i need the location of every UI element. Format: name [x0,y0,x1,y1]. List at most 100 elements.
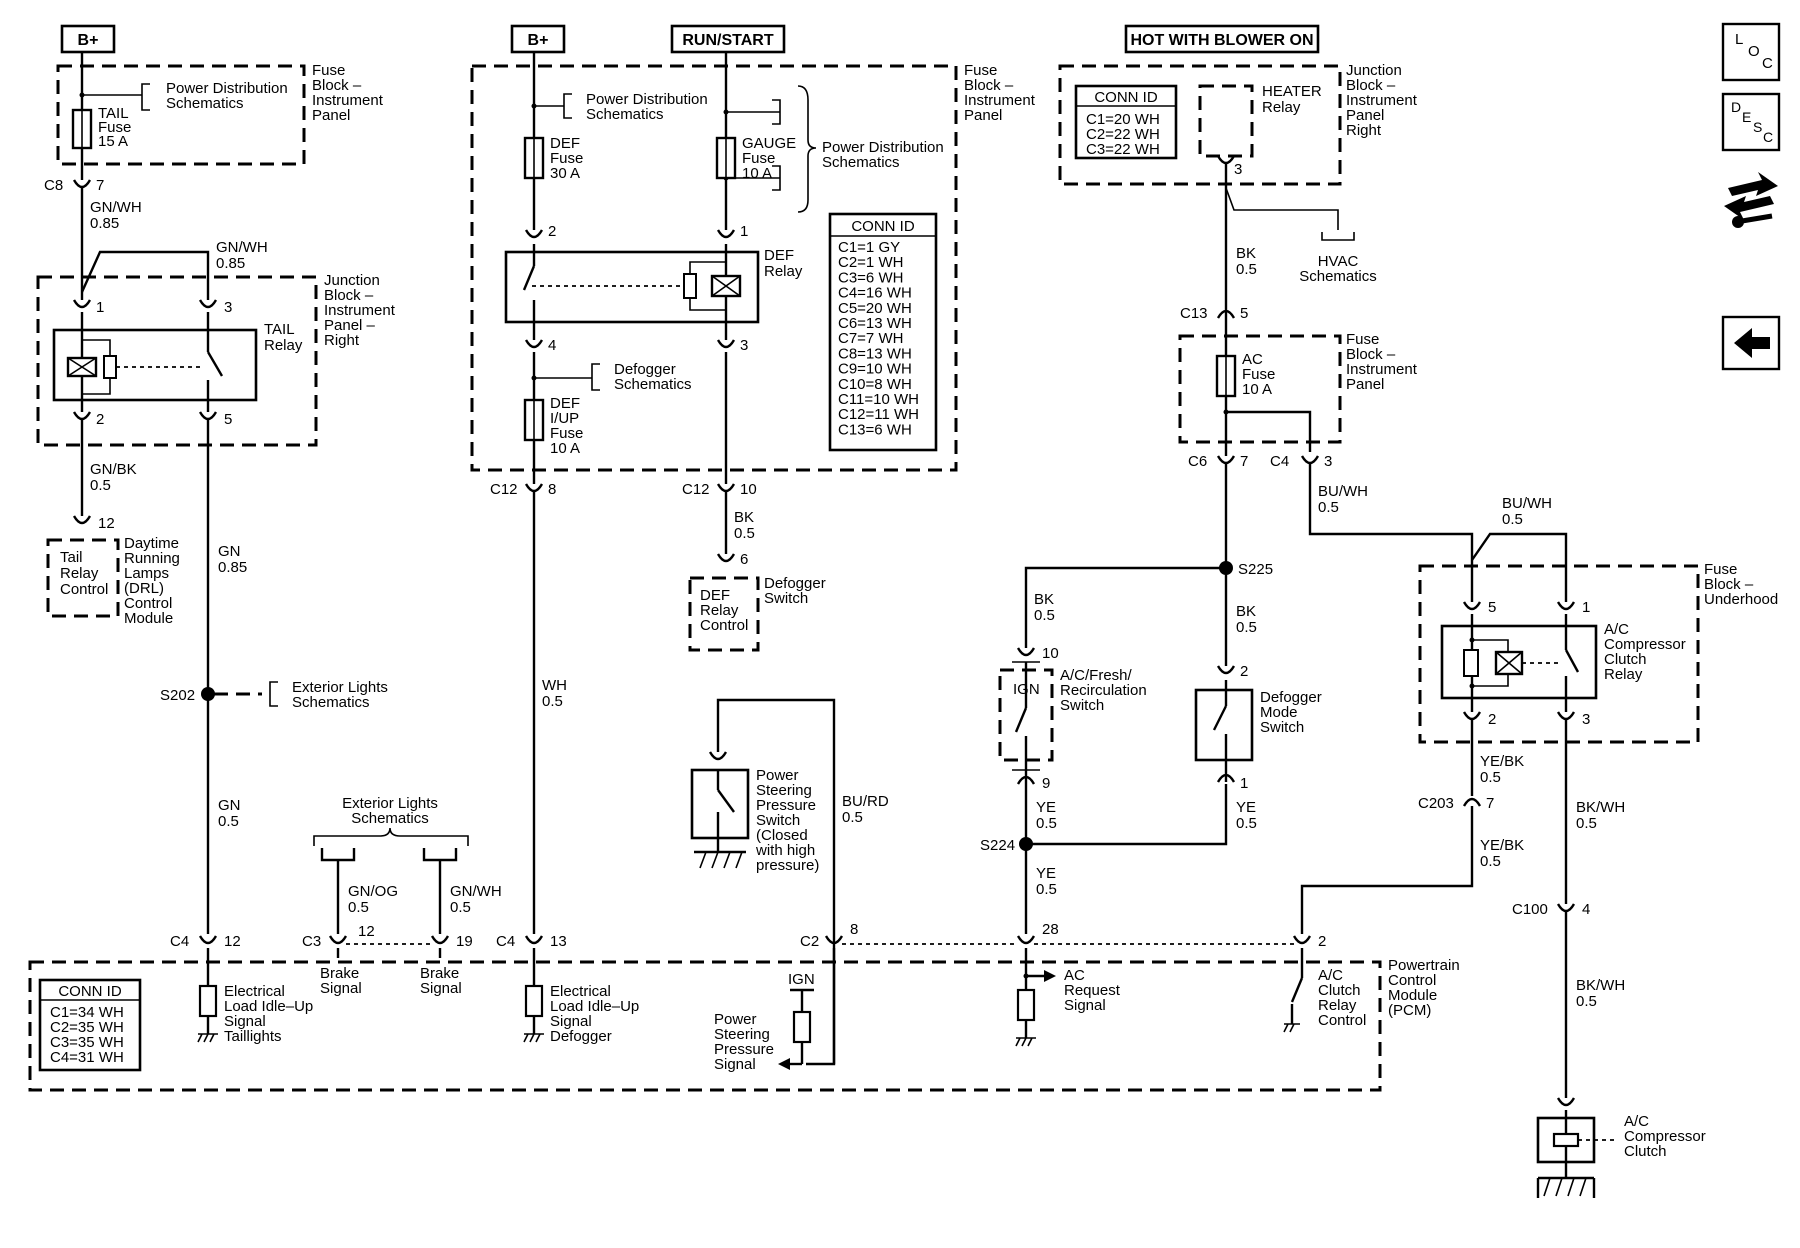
svg-text:Block –: Block – [964,77,1014,94]
svg-text:Instrument: Instrument [1346,361,1418,378]
svg-text:5: 5 [224,411,232,428]
svg-text:1: 1 [740,223,748,240]
svg-text:0.5: 0.5 [1036,815,1057,832]
svg-text:4: 4 [1582,901,1590,918]
svg-text:Taillights: Taillights [224,1028,282,1045]
svg-text:C3=22 WH: C3=22 WH [1086,141,1160,158]
svg-text:Schematics: Schematics [614,376,692,393]
wire-bkwh-a: BK/WH 0.5 [1576,799,1625,832]
ps-switch-label: Power Steering Pressure Switch (Closed w… [755,767,819,874]
svg-text:2: 2 [1240,663,1248,680]
svg-text:Module: Module [1388,987,1437,1004]
def-iup-fuse-label: DEF I/UP Fuse 10 A [550,395,583,457]
svg-text:GN: GN [218,797,241,814]
svg-text:Control: Control [60,581,108,598]
svg-text:Fuse: Fuse [1346,331,1379,348]
ac-request-signal-label: AC Request Signal [1064,967,1121,1014]
svg-text:Compressor: Compressor [1604,636,1686,653]
svg-text:A/C: A/C [1624,1113,1649,1130]
conn-id-row: C1=1 GY [838,239,900,256]
svg-text:8: 8 [548,481,556,498]
svg-text:Relay: Relay [700,602,739,619]
svg-text:Block –: Block – [1704,576,1754,593]
svg-text:Daytime: Daytime [124,535,179,552]
svg-text:BK: BK [734,509,754,526]
svg-text:Control: Control [1318,1012,1366,1029]
svg-text:2: 2 [1318,933,1326,950]
c8-label: C8 [44,177,63,194]
svg-text:IGN: IGN [788,971,815,988]
svg-text:Junction: Junction [1346,62,1402,79]
svg-text:2: 2 [1488,711,1496,728]
svg-text:10 A: 10 A [550,440,580,457]
svg-text:CONN ID: CONN ID [1094,89,1158,106]
svg-text:0.5: 0.5 [1318,499,1339,516]
back-button[interactable] [1721,315,1781,371]
swap-arrows-icon[interactable] [1724,172,1778,228]
svg-text:Relay: Relay [1604,666,1643,683]
svg-text:S224: S224 [980,837,1015,854]
svg-text:1: 1 [1582,599,1590,616]
svg-text:0.5: 0.5 [1034,607,1055,624]
c13-5-label: C13 [1180,305,1208,322]
svg-text:BU/WH: BU/WH [1318,483,1368,500]
svg-text:Relay: Relay [1318,997,1357,1014]
svg-text:DEF: DEF [700,587,730,604]
svg-text:3: 3 [1324,453,1332,470]
svg-text:3: 3 [740,337,748,354]
pds-label-mid-b: Power Distribution Schematics [822,139,944,171]
svg-text:Instrument: Instrument [324,302,396,319]
tail-relay-control-box [46,538,120,618]
svg-text:BK: BK [1236,245,1256,262]
ac-clutch-relay-control-label: A/C Clutch Relay Control [1318,967,1366,1029]
svg-text:Schematics: Schematics [166,95,244,112]
svg-text:Power Distribution: Power Distribution [166,80,288,97]
svg-text:Defogger: Defogger [614,361,676,378]
svg-text:CONN ID: CONN ID [58,983,122,1000]
svg-text:DEF: DEF [550,135,580,152]
wire-bk-a: BK 0.5 [1236,245,1257,278]
svg-text:10 A: 10 A [742,165,772,182]
svg-text:Running: Running [124,550,180,567]
svg-text:7: 7 [1486,795,1494,812]
conn-id-row: C7=7 WH [838,330,903,347]
svg-text:Junction: Junction [324,272,380,289]
svg-text:Schematics: Schematics [822,154,900,171]
svg-text:0.5: 0.5 [218,813,239,830]
svg-text:Steering: Steering [714,1026,770,1043]
svg-text:10: 10 [740,481,757,498]
conn-id-row: C3=6 WH [838,269,903,286]
svg-text:5: 5 [1488,599,1496,616]
svg-text:C2=35 WH: C2=35 WH [50,1019,124,1036]
wire-gnwh-a: GN/WH 0.85 [90,199,142,232]
svg-text:8: 8 [850,921,858,938]
ps-pressure-switch [690,768,750,840]
svg-text:0.5: 0.5 [1502,511,1523,528]
svg-text:5: 5 [1240,305,1248,322]
svg-text:Brake: Brake [320,965,359,982]
ac-compressor-clutch-label: A/C Compressor Clutch [1624,1113,1706,1160]
heater-relay [1198,84,1254,158]
svg-text:Power Distribution: Power Distribution [586,91,708,108]
wire-ye-c: YE 0.5 [1036,865,1057,898]
conn-id-table-heater [1074,84,1178,160]
svg-text:Switch: Switch [1260,719,1304,736]
ps-signal-label: Power Steering Pressure Signal [714,1011,774,1073]
svg-text:Clutch: Clutch [1318,982,1361,999]
svg-text:Electrical: Electrical [550,983,611,1000]
svg-text:C1=20 WH: C1=20 WH [1086,111,1160,128]
svg-text:A/C/Fresh/: A/C/Fresh/ [1060,667,1133,684]
svg-text:Signal: Signal [420,980,462,997]
svg-text:0.5: 0.5 [1236,261,1257,278]
c12-8-label: C12 [490,481,518,498]
svg-text:7: 7 [96,177,104,194]
svg-text:0.5: 0.5 [450,899,471,916]
gauge-fuse-label: GAUGE Fuse 10 A [742,135,796,182]
desc-button[interactable]: D E S C [1721,92,1781,152]
svg-text:13: 13 [550,933,567,950]
conn-id-row: C6=13 WH [838,315,912,332]
loc-button[interactable]: L O C [1721,22,1781,82]
svg-text:10 A: 10 A [1242,381,1272,398]
svg-text:Relay: Relay [60,565,99,582]
svg-text:Relay: Relay [264,337,303,354]
